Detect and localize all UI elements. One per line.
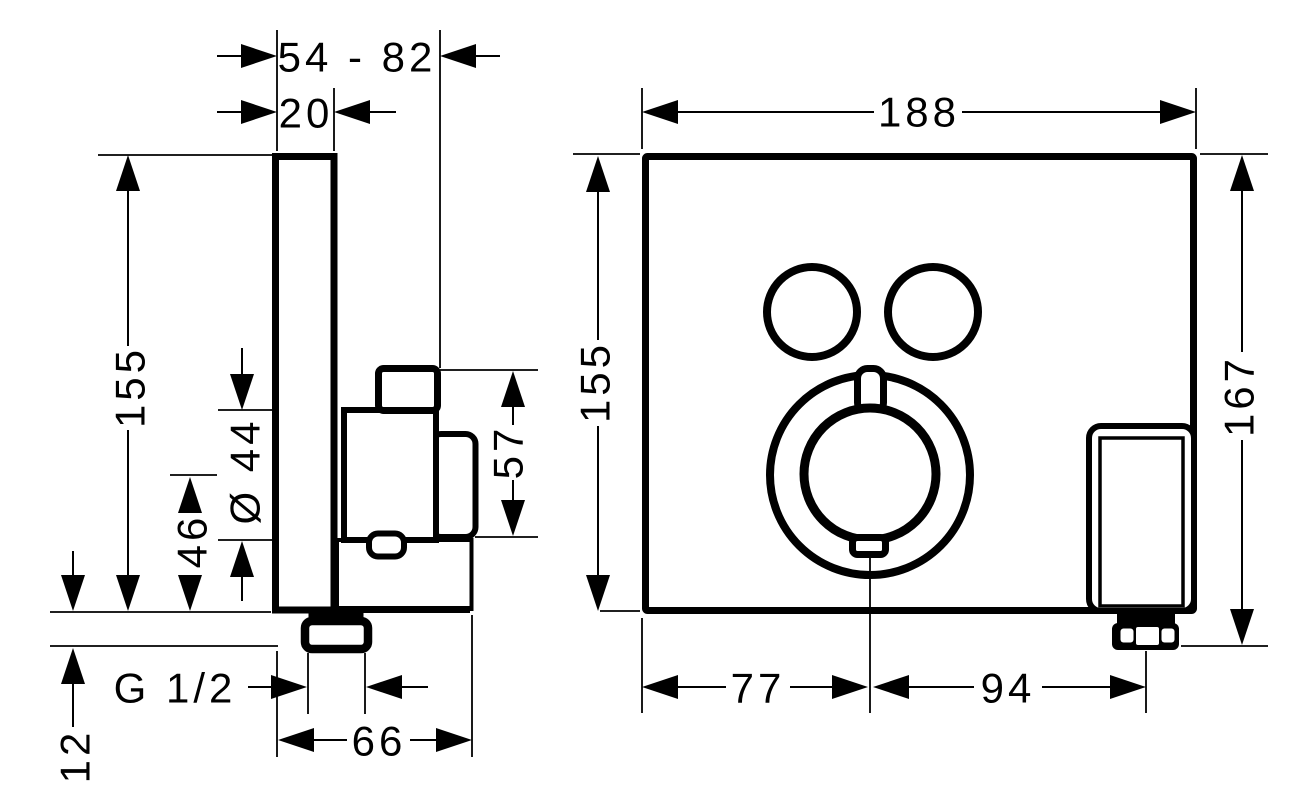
arrow-up-icon <box>61 648 85 684</box>
select-button-right <box>884 263 982 361</box>
arrow-down-icon <box>501 500 525 536</box>
dim-side-height-label: 155 <box>107 346 154 428</box>
nut-facet-left <box>1120 628 1134 643</box>
dim-edge-to-axis: 77 <box>642 665 868 712</box>
arrow-right-icon <box>1110 675 1146 699</box>
side-outlet-nut <box>300 616 373 654</box>
dim-overall-height-label: 167 <box>1216 355 1263 437</box>
dim-block-height-label: 57 <box>485 425 532 480</box>
dim-thread-size: G 1/2 <box>114 665 428 712</box>
side-handle-nub <box>366 530 407 560</box>
select-button-left <box>763 263 861 361</box>
dim-body-depth-label: 66 <box>352 718 407 765</box>
arrow-up-icon <box>178 477 202 513</box>
arrow-left-icon <box>440 44 476 68</box>
thermostat-knob-inner <box>799 403 941 545</box>
dim-knob-diameter: Ø 44 <box>222 348 269 601</box>
front-outlet-flange <box>1117 614 1175 625</box>
arrow-left-icon <box>366 675 402 699</box>
arrow-down-icon <box>586 575 610 611</box>
arrow-left-icon <box>278 728 314 752</box>
arrow-left-icon <box>642 675 678 699</box>
dim-body-depth: 66 <box>278 718 472 765</box>
side-main-block <box>341 407 439 543</box>
dim-overall-height: 167 <box>1216 155 1263 645</box>
dim-plate-thickness-label: 20 <box>279 90 334 137</box>
dim-side-height: 155 <box>107 155 154 611</box>
thermostat-bottom-marker <box>849 534 889 558</box>
nut-facet-right <box>1161 628 1175 643</box>
dim-knob-diameter-label: Ø 44 <box>222 417 269 524</box>
arrow-up-icon <box>230 541 254 577</box>
dim-axis-to-outlet-label: 94 <box>981 665 1036 712</box>
arrow-right-icon <box>1160 100 1196 124</box>
arrow-down-icon <box>1230 609 1254 645</box>
arrow-left-icon <box>334 100 370 124</box>
arrow-down-icon <box>116 575 140 611</box>
dim-front-height: 155 <box>572 156 619 611</box>
arrow-up-icon <box>586 156 610 192</box>
arrow-up-icon <box>1230 155 1254 191</box>
arrow-up-icon <box>501 371 525 407</box>
arrow-right-icon <box>241 100 277 124</box>
dim-plate-width-label: 188 <box>878 89 960 136</box>
arrow-up-icon <box>116 155 140 191</box>
dim-axis-to-bottom-label: 46 <box>169 514 216 569</box>
dim-axis-to-outlet: 94 <box>873 665 1146 712</box>
arrow-right-icon <box>241 44 277 68</box>
dim-plate-width: 188 <box>642 89 1196 136</box>
front-outlet-housing-inner <box>1098 436 1185 608</box>
arrow-down-icon <box>178 575 202 611</box>
dim-axis-to-bottom: 46 <box>169 477 216 611</box>
arrow-down-icon <box>61 575 85 611</box>
dim-outlet-drop: 12 <box>52 551 99 783</box>
dim-outlet-drop-label: 12 <box>52 729 99 784</box>
front-view: 188 155 167 77 <box>572 88 1268 713</box>
dim-thread-label: G 1/2 <box>114 665 237 712</box>
dim-installation-depth-range: 54 - 82 <box>217 34 500 81</box>
arrow-right-icon <box>832 675 868 699</box>
side-stop-box <box>375 365 441 414</box>
side-wall-plate <box>272 153 338 614</box>
dim-depth-range-label: 54 - 82 <box>278 34 437 81</box>
side-view: 54 - 82 20 155 Ø 44 4 <box>50 30 538 783</box>
dim-edge-to-axis-label: 77 <box>731 665 786 712</box>
arrow-right-icon <box>436 728 472 752</box>
dim-front-height-label: 155 <box>572 341 619 423</box>
nut-facet-middle <box>1136 627 1159 645</box>
arrow-left-icon <box>873 675 909 699</box>
arrow-down-icon <box>230 374 254 410</box>
arrow-left-icon <box>642 100 678 124</box>
arrow-right-icon <box>271 675 307 699</box>
dim-function-block-height: 57 <box>485 371 532 536</box>
dim-plate-thickness: 20 <box>217 90 396 137</box>
